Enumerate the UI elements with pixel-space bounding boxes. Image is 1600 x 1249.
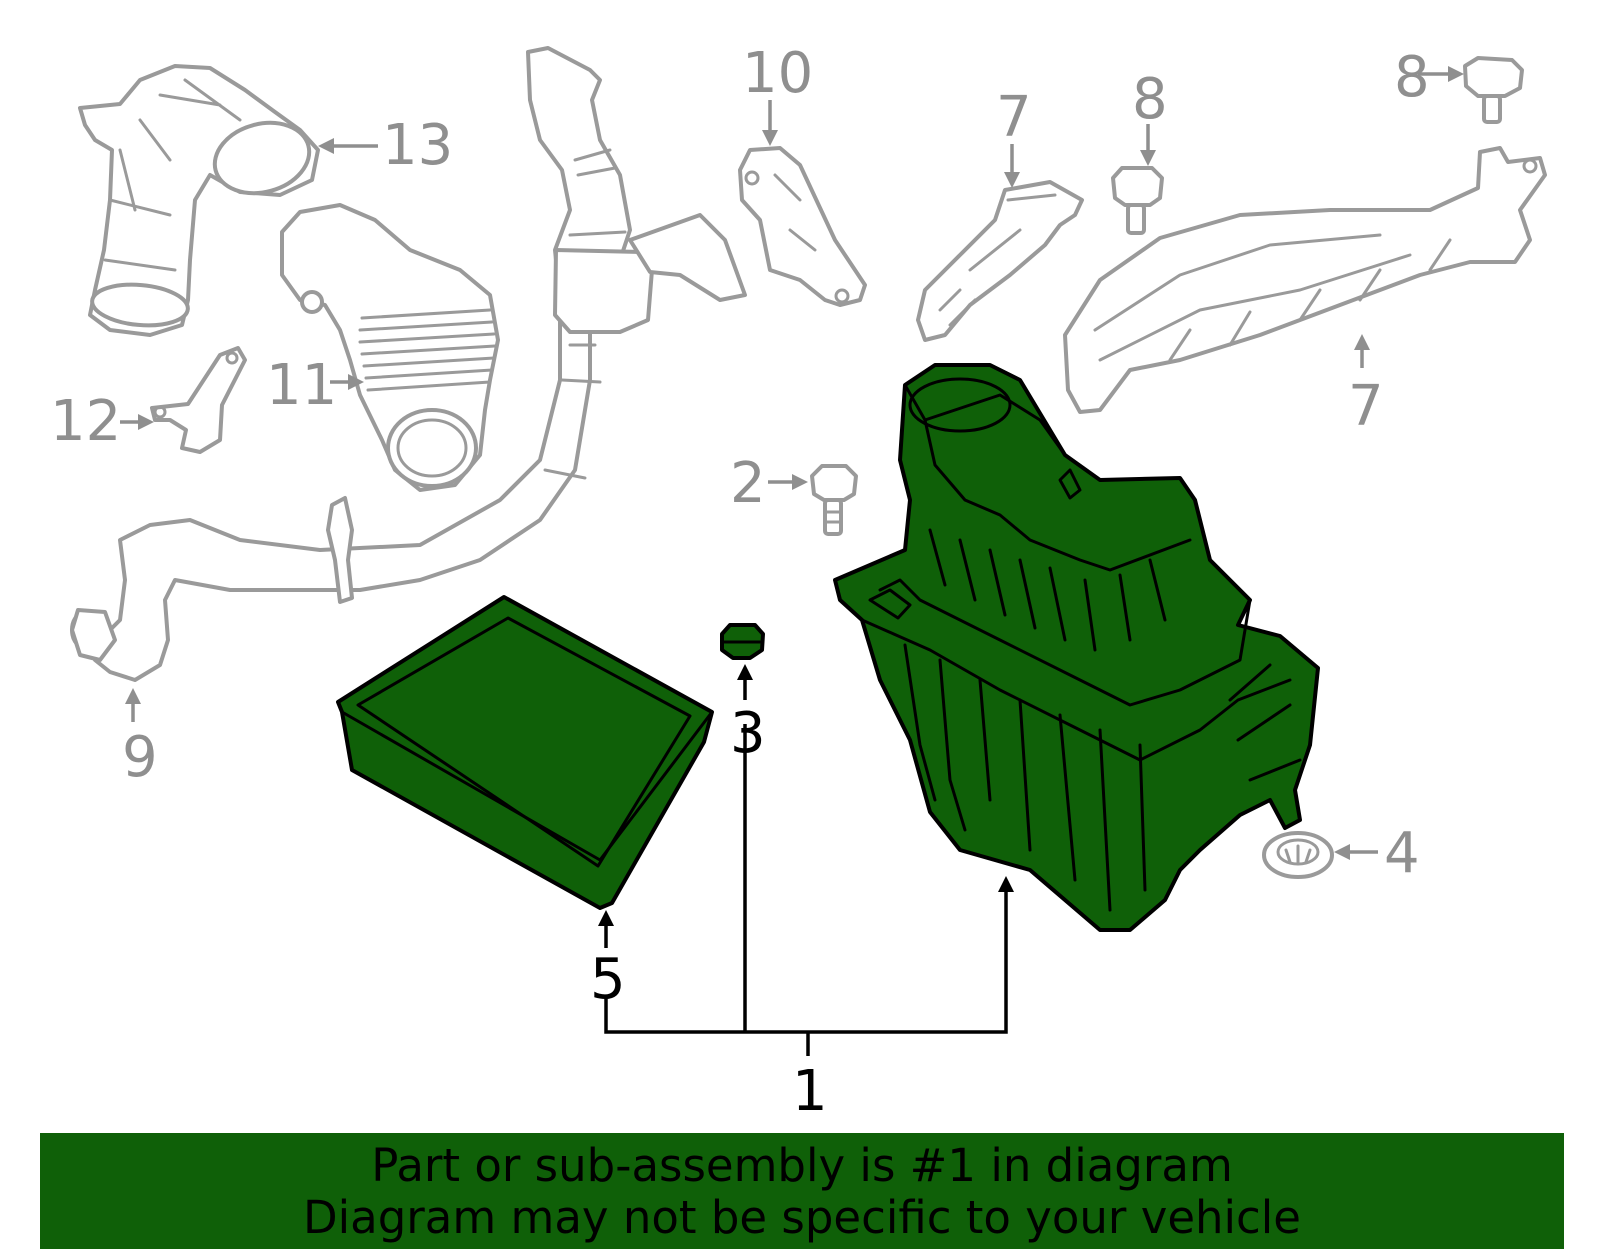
callout-4: 4 xyxy=(1384,821,1420,886)
part-8-bolt-center xyxy=(1111,166,1164,235)
leader-7 xyxy=(1354,334,1370,368)
leader-1-bracket xyxy=(604,724,1014,1056)
leader-4 xyxy=(1334,844,1378,860)
callout-6: 7 xyxy=(996,85,1032,150)
part-5-air-filter xyxy=(336,595,714,910)
part-4-grommet xyxy=(1262,831,1334,879)
part-10-sensor xyxy=(738,146,867,307)
callout-3: 3 xyxy=(730,701,766,766)
part-2-bolt xyxy=(810,464,858,536)
leader-11 xyxy=(330,374,364,390)
part-6-maf-sensor xyxy=(916,180,1084,342)
callout-11: 11 xyxy=(266,353,337,418)
part-13-air-duct xyxy=(78,64,320,337)
leader-3 xyxy=(737,664,753,700)
callout-2: 2 xyxy=(730,451,766,516)
leader-12 xyxy=(120,414,154,430)
banner-line-2: Diagram may not be specific to your vehi… xyxy=(303,1191,1301,1244)
callout-1: 1 xyxy=(792,1059,828,1124)
callout-10: 10 xyxy=(742,41,813,106)
part-8-bolt-right xyxy=(1463,56,1524,124)
callout-12: 12 xyxy=(50,389,121,454)
callout-5: 5 xyxy=(590,947,626,1012)
leader-6 xyxy=(1004,144,1020,188)
part-7-duct-cover xyxy=(1063,146,1547,414)
leader-9 xyxy=(125,688,141,722)
leader-5 xyxy=(598,910,614,948)
callout-8-right: 8 xyxy=(1394,45,1430,110)
leader-13 xyxy=(318,138,378,154)
callout-13: 13 xyxy=(382,113,453,178)
callout-7: 7 xyxy=(1348,374,1384,439)
part-9-breather-hose xyxy=(70,46,747,682)
banner-line-1: Part or sub-assembly is #1 in diagram xyxy=(371,1139,1233,1192)
part-12-bracket xyxy=(150,346,247,454)
part-1-air-cleaner-housing xyxy=(833,363,1320,932)
leader-10 xyxy=(762,100,778,146)
leader-8a xyxy=(1140,124,1156,166)
callout-9: 9 xyxy=(122,725,158,790)
part-3-grommet xyxy=(720,623,765,660)
part-11-intake-hose xyxy=(280,203,500,492)
leader-8b xyxy=(1418,66,1464,82)
leader-2 xyxy=(768,474,808,490)
disclaimer-banner: Part or sub-assembly is #1 in diagram Di… xyxy=(40,1133,1564,1249)
callout-8-center: 8 xyxy=(1132,67,1168,132)
